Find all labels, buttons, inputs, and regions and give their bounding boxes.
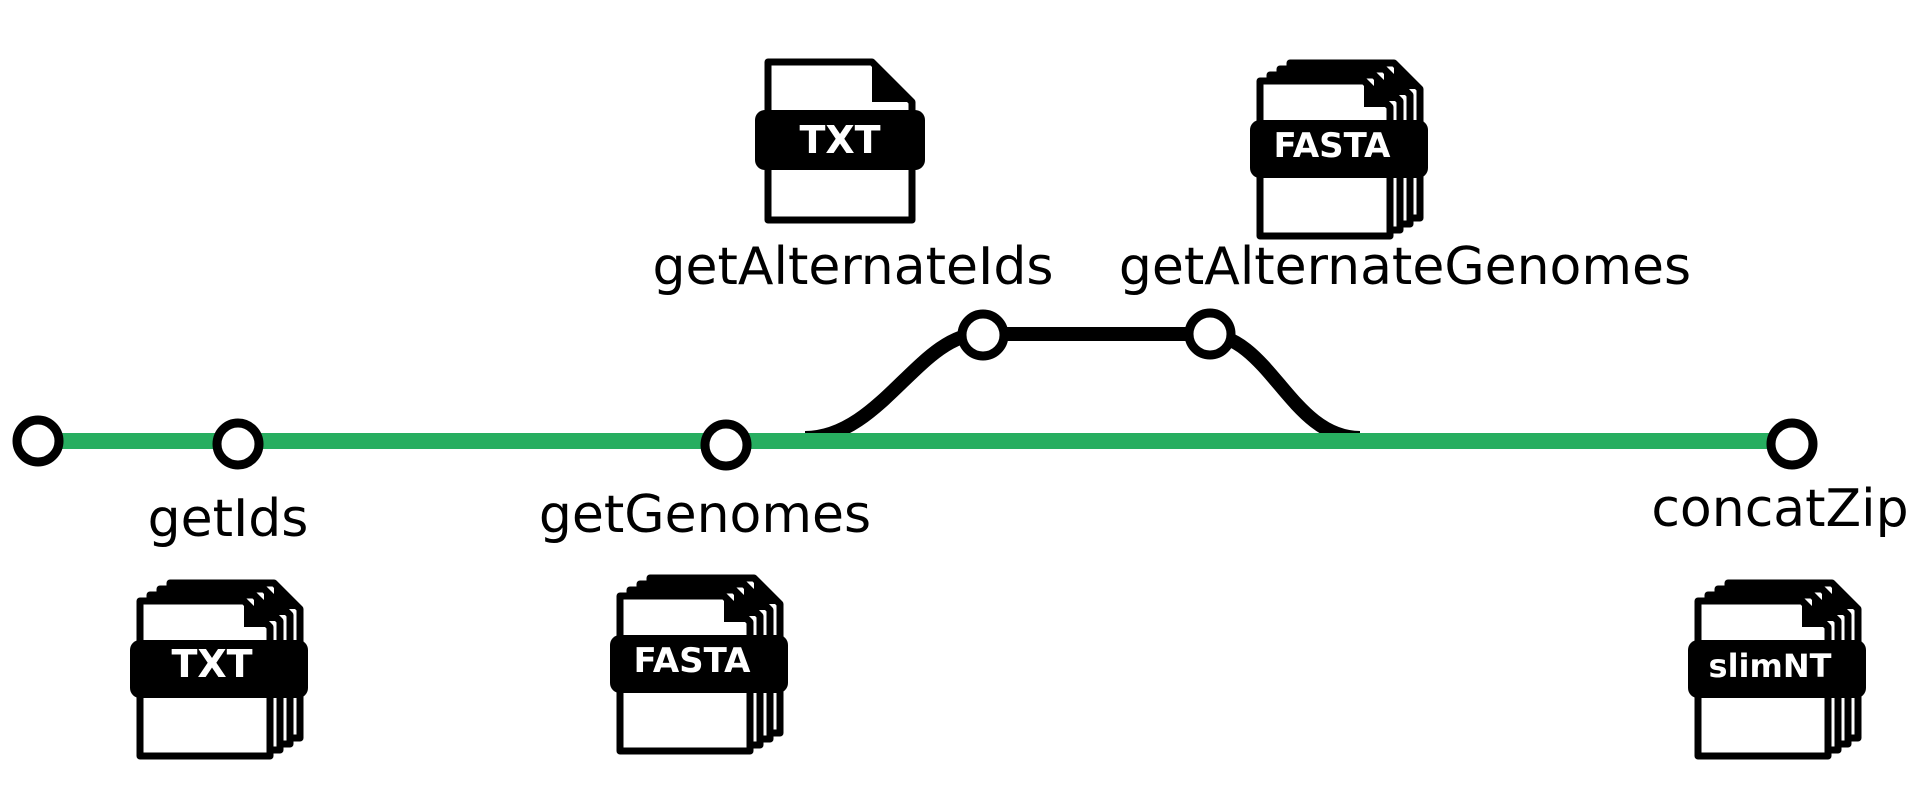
node-getAlternateGenomes[interactable] [1184, 308, 1236, 360]
label-getAlternateIds: getAlternateIds [653, 237, 1054, 297]
file-icon: TXT [755, 58, 925, 224]
file-banner [610, 635, 788, 693]
label-getGenomes: getGenomes [539, 485, 871, 545]
stacked-file-icon: TXT [130, 579, 308, 760]
file-banner [1688, 640, 1866, 698]
node-getIds[interactable] [212, 418, 264, 470]
file-fold [1364, 81, 1390, 107]
stacked-file-icon: slimNT [1688, 579, 1866, 760]
file-icon-single [755, 58, 925, 224]
node-start[interactable] [12, 415, 64, 467]
file-label-txt: TXT [171, 642, 252, 686]
file-label-fasta: FASTA [634, 641, 752, 681]
file-icon-stack [610, 574, 788, 755]
label-concatZip: concatZip [1651, 479, 1908, 539]
file-banner [755, 110, 925, 170]
file-label-fasta-alt: FASTA [1274, 126, 1392, 166]
file-label-slimnt: slimNT [1709, 647, 1832, 685]
stacked-file-icon: FASTA [610, 574, 788, 755]
file-banner [1250, 120, 1428, 178]
stacked-file-icon: FASTA [1250, 59, 1428, 240]
node-getGenomes[interactable] [700, 419, 752, 471]
file-label-txt-alt: TXT [799, 118, 880, 162]
file-fold [872, 62, 912, 102]
file-fold [244, 601, 270, 627]
file-fold [1802, 601, 1828, 627]
file-icon-stack [1688, 579, 1866, 760]
node-concatZip[interactable] [1766, 418, 1818, 470]
file-banner [130, 640, 308, 698]
branch-path [804, 327, 1361, 445]
file-fold [724, 596, 750, 622]
label-getIds: getIds [148, 489, 309, 549]
node-getAlternateIds[interactable] [957, 309, 1009, 361]
file-icon-stack [1250, 59, 1428, 240]
label-getAlternateGenomes: getAlternateGenomes [1119, 237, 1691, 297]
file-icon-stack [130, 579, 308, 760]
